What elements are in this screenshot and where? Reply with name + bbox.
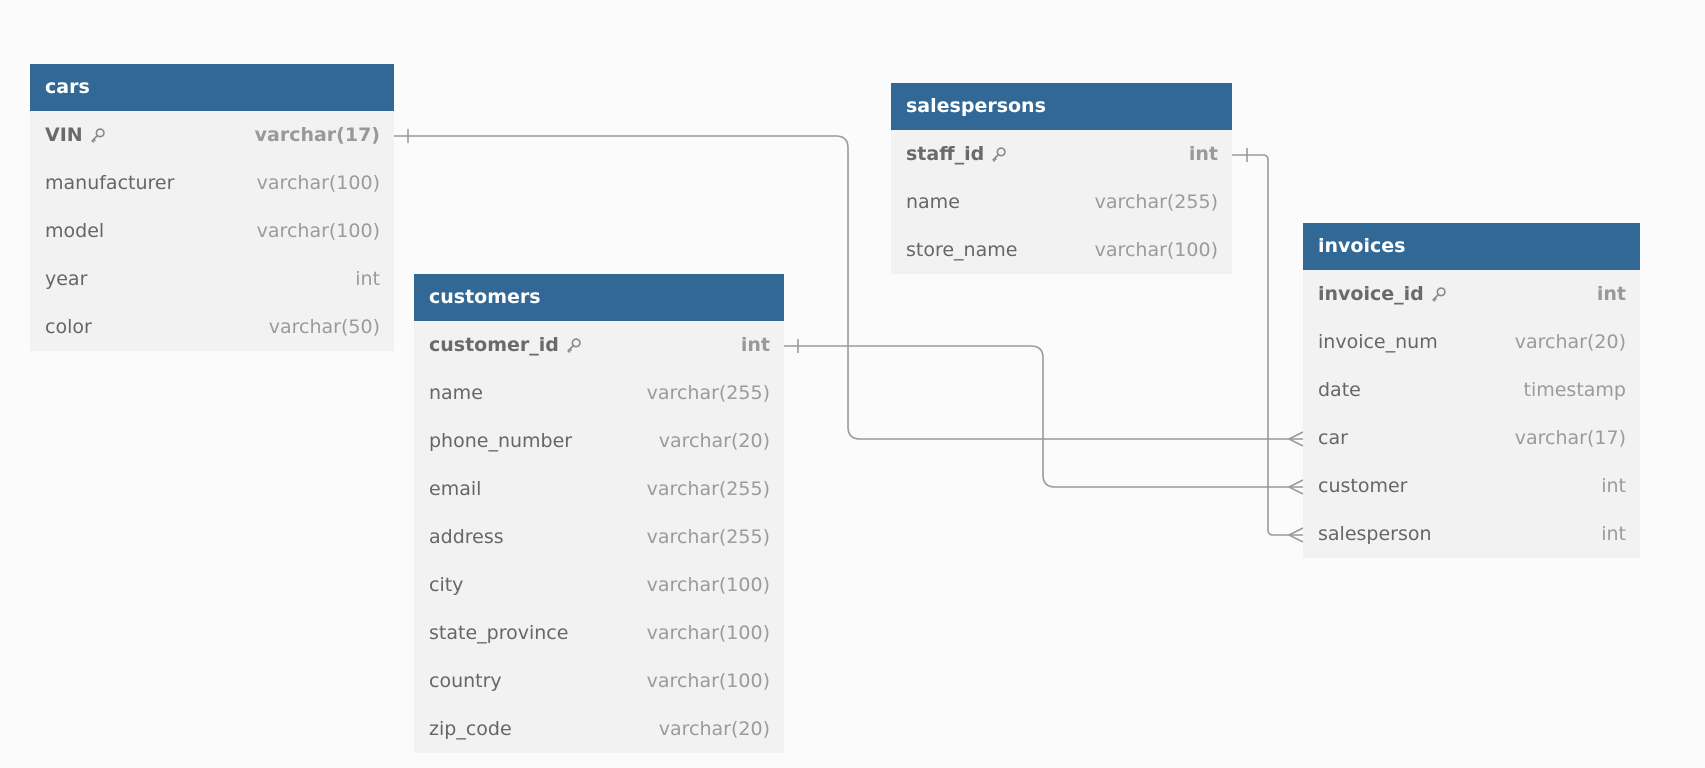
field-type: varchar(100) <box>646 574 770 596</box>
field-name: manufacturer <box>45 172 175 194</box>
field-row[interactable]: state_province varchar(100) <box>414 609 784 657</box>
field-name: invoice_num <box>1318 331 1438 353</box>
field-type: varchar(255) <box>1094 191 1218 213</box>
field-type: varchar(17) <box>1514 427 1626 449</box>
many-marker <box>1287 431 1304 447</box>
field-name: country <box>429 670 502 692</box>
field-row[interactable]: store_name varchar(100) <box>891 226 1232 274</box>
table-title[interactable]: salespersons <box>891 83 1232 130</box>
field-type: varchar(255) <box>646 478 770 500</box>
key-icon <box>1430 286 1447 303</box>
field-row[interactable]: salesperson int <box>1303 510 1640 558</box>
table-salespersons[interactable]: salespersons staff_id int name varchar(2… <box>891 83 1232 274</box>
field-row[interactable]: name varchar(255) <box>891 178 1232 226</box>
field-name: city <box>429 574 464 596</box>
key-icon <box>89 127 106 144</box>
field-name: staff_id <box>906 143 985 165</box>
key-icon <box>990 146 1007 163</box>
field-name: name <box>429 382 483 404</box>
field-name: address <box>429 526 504 548</box>
field-row[interactable]: date timestamp <box>1303 366 1640 414</box>
field-type: varchar(20) <box>1514 331 1626 353</box>
field-row[interactable]: invoice_num varchar(20) <box>1303 318 1640 366</box>
field-name: store_name <box>906 239 1018 261</box>
field-row[interactable]: phone_number varchar(20) <box>414 417 784 465</box>
table-title[interactable]: invoices <box>1303 223 1640 270</box>
field-row[interactable]: customer int <box>1303 462 1640 510</box>
field-row[interactable]: country varchar(100) <box>414 657 784 705</box>
field-type: varchar(20) <box>658 430 770 452</box>
field-type: int <box>1601 523 1626 545</box>
field-name: color <box>45 316 92 338</box>
connector-customers-invoices[interactable] <box>784 339 1304 495</box>
field-type: varchar(17) <box>254 124 380 146</box>
field-row[interactable]: color varchar(50) <box>30 303 394 351</box>
field-type: varchar(100) <box>646 670 770 692</box>
field-row[interactable]: name varchar(255) <box>414 369 784 417</box>
table-title[interactable]: cars <box>30 64 394 111</box>
field-type: int <box>1596 283 1626 305</box>
field-type: varchar(255) <box>646 526 770 548</box>
table-invoices[interactable]: invoices invoice_id int invoice_num varc… <box>1303 223 1640 558</box>
field-name: zip_code <box>429 718 512 740</box>
field-row[interactable]: address varchar(255) <box>414 513 784 561</box>
field-row[interactable]: staff_id int <box>891 130 1232 178</box>
field-name: VIN <box>45 124 83 146</box>
field-name: salesperson <box>1318 523 1432 545</box>
field-type: int <box>1188 143 1218 165</box>
field-name: model <box>45 220 105 242</box>
field-type: varchar(100) <box>1094 239 1218 261</box>
field-row[interactable]: customer_id int <box>414 321 784 369</box>
field-name: email <box>429 478 482 500</box>
field-type: int <box>740 334 770 356</box>
field-type: varchar(20) <box>658 718 770 740</box>
table-cars[interactable]: cars VIN varchar(17) manufacturer varcha… <box>30 64 394 351</box>
field-row[interactable]: manufacturer varchar(100) <box>30 159 394 207</box>
field-type: varchar(100) <box>256 220 380 242</box>
field-type: int <box>1601 475 1626 497</box>
field-type: timestamp <box>1523 379 1627 401</box>
field-row[interactable]: city varchar(100) <box>414 561 784 609</box>
field-row[interactable]: model varchar(100) <box>30 207 394 255</box>
field-row[interactable]: car varchar(17) <box>1303 414 1640 462</box>
field-type: varchar(255) <box>646 382 770 404</box>
key-icon <box>565 337 582 354</box>
field-row[interactable]: VIN varchar(17) <box>30 111 394 159</box>
field-name: car <box>1318 427 1348 449</box>
field-type: varchar(50) <box>268 316 380 338</box>
field-name: phone_number <box>429 430 573 452</box>
table-title[interactable]: customers <box>414 274 784 321</box>
field-type: int <box>355 268 380 290</box>
many-marker <box>1287 527 1304 543</box>
field-name: customer_id <box>429 334 559 356</box>
many-marker <box>1287 479 1304 495</box>
field-row[interactable]: zip_code varchar(20) <box>414 705 784 753</box>
field-row[interactable]: email varchar(255) <box>414 465 784 513</box>
field-name: customer <box>1318 475 1408 497</box>
field-row[interactable]: invoice_id int <box>1303 270 1640 318</box>
field-name: year <box>45 268 88 290</box>
field-name: date <box>1318 379 1361 401</box>
field-row[interactable]: year int <box>30 255 394 303</box>
table-customers[interactable]: customers customer_id int name varchar(2… <box>414 274 784 753</box>
field-type: varchar(100) <box>256 172 380 194</box>
field-name: name <box>906 191 960 213</box>
connector-salespersons-invoices[interactable] <box>1232 148 1304 543</box>
field-name: invoice_id <box>1318 283 1424 305</box>
field-type: varchar(100) <box>646 622 770 644</box>
field-name: state_province <box>429 622 569 644</box>
